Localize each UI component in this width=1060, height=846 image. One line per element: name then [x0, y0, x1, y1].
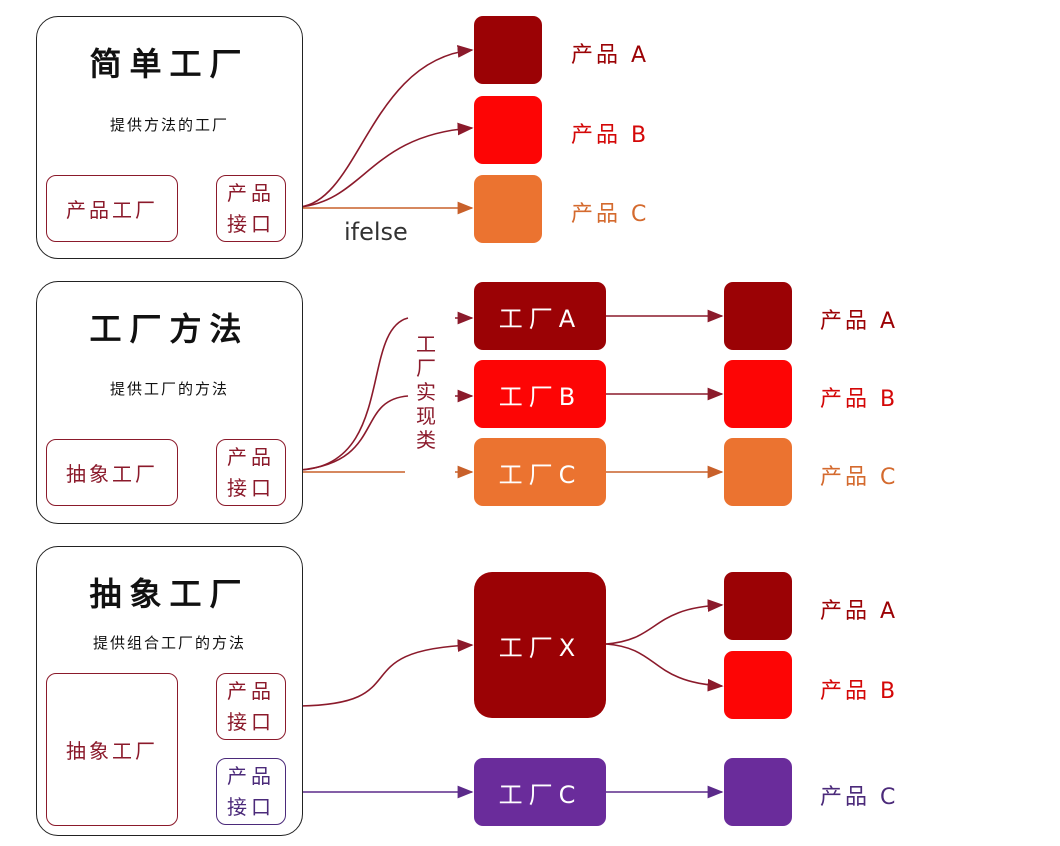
interface-line1: 产品	[227, 444, 275, 469]
interface-line2: 接口	[227, 794, 275, 819]
product-b-label-1: 产品 B	[571, 123, 650, 148]
curve-to-factory-b	[299, 395, 409, 471]
interface-line1: 产品	[227, 180, 275, 205]
abstract-factory-box-2: 抽象工厂	[46, 439, 178, 506]
factory-x-box: 工厂X	[474, 572, 606, 718]
curve-factory-x-to-product-a	[605, 599, 724, 645]
simple-factory-title: 简单工厂	[89, 45, 250, 83]
product-a-label-1: 产品 A	[571, 43, 650, 68]
product-a-square-2	[724, 282, 792, 350]
curve-to-product-a-1	[299, 45, 474, 208]
curve-factory-x-to-product-b	[605, 643, 724, 692]
factory-c-box: 工厂C	[474, 438, 606, 506]
abstract-factory-box-3: 抽象工厂	[46, 673, 178, 826]
product-interface-box-2: 产品 接口	[216, 439, 286, 506]
product-b-label-3: 产品 B	[820, 679, 899, 704]
product-a-square-1	[474, 16, 542, 84]
curve-to-factory-a	[299, 317, 409, 471]
interface-line2: 接口	[227, 475, 275, 500]
product-b-label-2: 产品 B	[820, 387, 899, 412]
product-interface-box-3b: 产品 接口	[216, 758, 286, 825]
curve-interface-to-factory-x	[299, 639, 474, 707]
simple-factory-subtitle: 提供方法的工厂	[109, 116, 229, 134]
factory-a-box: 工厂A	[474, 282, 606, 350]
product-c-square-1	[474, 175, 542, 243]
product-a-square-3	[724, 572, 792, 640]
factory-method-subtitle: 提供工厂的方法	[109, 380, 229, 398]
product-interface-box-1: 产品 接口	[216, 175, 286, 242]
product-a-label-3: 产品 A	[820, 599, 899, 624]
product-c-label-2: 产品 C	[820, 465, 899, 490]
factory-method-title: 工厂方法	[89, 310, 250, 348]
interface-line1: 产品	[227, 763, 275, 788]
product-c-label-3: 产品 C	[820, 785, 899, 810]
product-b-square-1	[474, 96, 542, 164]
factory-b-box: 工厂B	[474, 360, 606, 428]
product-b-square-2	[724, 360, 792, 428]
product-c-label-1: 产品 C	[571, 202, 650, 227]
ifelse-label: ifelse	[344, 218, 408, 246]
product-b-square-3	[724, 651, 792, 719]
product-factory-box: 产品工厂	[46, 175, 178, 242]
product-interface-box-3a: 产品 接口	[216, 673, 286, 740]
interface-line2: 接口	[227, 211, 275, 236]
abstract-factory-subtitle: 提供组合工厂的方法	[92, 634, 246, 652]
interface-line1: 产品	[227, 678, 275, 703]
curve-to-product-b-1	[299, 122, 474, 208]
factory-impl-label: 工厂实现类	[414, 328, 438, 456]
factory-c-box-3: 工厂C	[474, 758, 606, 826]
interface-line2: 接口	[227, 709, 275, 734]
product-a-label-2: 产品 A	[820, 309, 899, 334]
product-c-square-2	[724, 438, 792, 506]
product-c-square-3	[724, 758, 792, 826]
abstract-factory-title: 抽象工厂	[89, 575, 250, 613]
